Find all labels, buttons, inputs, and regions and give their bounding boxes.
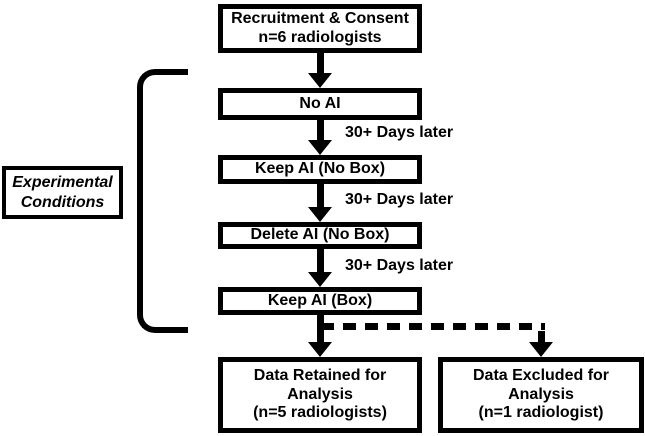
excluded-line2: Analysis — [508, 385, 574, 403]
experimental-conditions-box: Experimental Conditions — [2, 166, 123, 219]
condition-label-delete-ai-no-box: Delete AI (No Box) — [250, 226, 390, 244]
outcome-box-excluded: Data Excluded for Analysis (n=1 radiolog… — [438, 357, 644, 433]
arrowhead-down-icon — [308, 207, 332, 222]
condition-label-keep-ai-no-box: Keep AI (No Box) — [254, 160, 386, 178]
arrow-line-keepbox-to-retained — [317, 315, 324, 343]
recruitment-consent-line2: n=6 radiologists — [258, 28, 382, 46]
interval-label-3: 30+ Days later — [345, 257, 454, 274]
interval-label-1: 30+ Days later — [345, 124, 454, 141]
arrowhead-down-icon — [308, 342, 332, 357]
retained-line3: (n=5 radiologists) — [253, 404, 387, 422]
recruitment-consent-box: Recruitment & Consent n=6 radiologists — [218, 4, 422, 53]
condition-box-no-ai: No AI — [218, 88, 422, 120]
outcome-box-retained: Data Retained for Analysis (n=5 radiolog… — [218, 357, 422, 433]
arrowhead-down-icon — [308, 73, 332, 88]
arrow-line-delete-to-keepbox — [317, 249, 324, 273]
experimental-conditions-line2: Conditions — [20, 193, 105, 211]
experimental-conditions-line1: Experimental — [12, 174, 113, 192]
retained-line2: Analysis — [287, 385, 353, 403]
arrowhead-down-icon — [308, 272, 332, 287]
conditions-bracket-icon — [137, 69, 188, 333]
arrowhead-down-icon — [529, 342, 553, 357]
recruitment-consent-line1: Recruitment & Consent — [231, 9, 409, 27]
condition-label-no-ai: No AI — [299, 94, 341, 112]
arrow-line-recruit-to-noai — [317, 53, 324, 74]
condition-label-keep-ai-box: Keep AI (Box) — [267, 291, 373, 309]
condition-box-keep-ai-no-box: Keep AI (No Box) — [218, 155, 422, 184]
condition-box-keep-ai-box: Keep AI (Box) — [218, 287, 422, 315]
dashed-line-vertical — [538, 331, 545, 343]
excluded-line1: Data Excluded for — [472, 366, 610, 384]
arrowhead-down-icon — [308, 140, 332, 155]
condition-box-delete-ai-no-box: Delete AI (No Box) — [218, 222, 422, 249]
dashed-line-horizontal — [321, 323, 545, 330]
retained-line1: Data Retained for — [253, 366, 387, 384]
arrow-line-noai-to-keepnobox — [317, 120, 324, 141]
interval-label-2: 30+ Days later — [345, 191, 454, 208]
excluded-line3: (n=1 radiologist) — [478, 404, 604, 422]
arrow-line-keepnobox-to-delete — [317, 184, 324, 208]
